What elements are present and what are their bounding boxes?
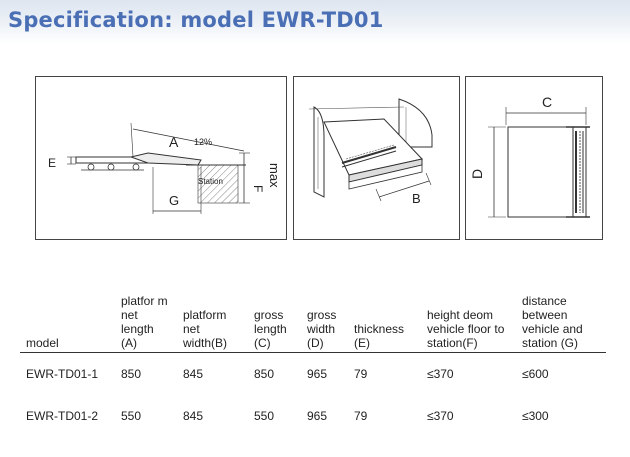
label-d: D: [469, 169, 485, 179]
cell-net-length: 550: [121, 409, 142, 423]
spec-table: model platfor m net length (A) platform …: [20, 286, 606, 437]
cell-gross-width: 965: [307, 409, 328, 423]
cell-net-width: 845: [183, 409, 204, 423]
page-title: Specification: model EWR-TD01: [8, 8, 384, 32]
top-view-diagram: C D: [465, 76, 603, 240]
header-band: [0, 0, 630, 44]
platform-ramp: [129, 152, 202, 166]
table-row: EWR-TD01-1 850 845 850 965 79 ≤370 ≤600: [20, 353, 606, 396]
table-header-row: model platfor m net length (A) platform …: [20, 286, 606, 353]
label-b: B: [412, 191, 421, 206]
perspective-diagram: B: [293, 76, 460, 240]
cell-thickness: 79: [354, 367, 368, 381]
col-header-gross-width: gross width (D): [301, 286, 348, 353]
label-station: Station: [198, 177, 223, 186]
cell-net-length: 850: [121, 367, 142, 381]
label-slope: 12%: [194, 137, 212, 147]
col-header-model: model: [20, 286, 115, 353]
label-f: F: [251, 185, 265, 192]
label-c: C: [542, 94, 552, 110]
station-block: [197, 164, 239, 204]
col-header-net-length: platfor m net length (A): [115, 286, 177, 353]
side-view-diagram: A 12% E G F max Station: [35, 76, 287, 240]
cell-gross-width: 965: [307, 367, 328, 381]
label-g: G: [169, 193, 179, 208]
cell-height: ≤370: [427, 367, 454, 381]
cell-gross-length: 850: [254, 367, 275, 381]
cell-height: ≤370: [427, 409, 454, 423]
cell-thickness: 79: [354, 409, 368, 423]
col-header-gross-length: gross length (C): [248, 286, 301, 353]
label-a: A: [169, 134, 179, 150]
col-header-height: height deom vehicle floor to station(F): [421, 286, 516, 353]
cell-distance: ≤300: [522, 409, 549, 423]
cell-model: EWR-TD01-1: [26, 367, 99, 381]
cell-model: EWR-TD01-2: [26, 409, 99, 423]
col-header-distance: distance between vehicle and station (G): [516, 286, 606, 353]
cell-net-width: 845: [183, 367, 204, 381]
table-row: EWR-TD01-2 550 845 550 965 79 ≤370 ≤300: [20, 395, 606, 437]
label-max: max: [267, 163, 282, 188]
label-e: E: [48, 156, 56, 170]
col-header-thickness: thickness (E): [348, 286, 421, 353]
col-header-net-width: platform net width(B): [177, 286, 248, 353]
cell-gross-length: 550: [254, 409, 275, 423]
cell-distance: ≤600: [522, 367, 549, 381]
